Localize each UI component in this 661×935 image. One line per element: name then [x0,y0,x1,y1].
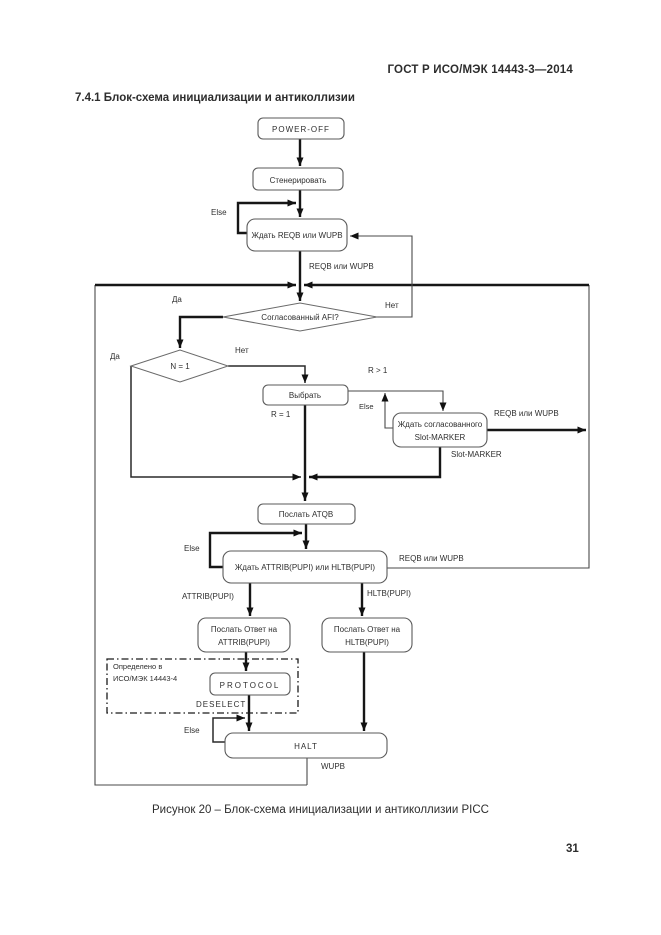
label-attrib-pupi: ATTRIB(PUPI) [182,592,234,601]
node-wait-reqb-label: Ждать REQB или WUPB [251,231,342,240]
node-send-attrib-answer-label-1: Послать Ответ на [211,625,278,634]
label-defined-in-2: ИСО/МЭК 14443-4 [113,674,177,683]
label-reqb-or-wupb-slot: REQB или WUPB [494,409,559,418]
node-select [262,384,349,406]
figure-caption: Рисунок 20 – Блок-схема инициализации и … [152,804,489,816]
node-send-hltb-answer-label-1: Послать Ответ на [334,625,401,634]
decision-afi-label: Согласованный AFI? [261,313,339,322]
label-hltb-pupi: HLTB(PUPI) [367,589,411,598]
node-power-off [257,117,345,140]
edge-halt-else-loop [212,714,245,743]
label-afi-yes: Да [172,295,182,304]
edge-n-no-to-select [228,365,309,383]
node-wait-slot-marker-label-2: Slot-MARKER [415,433,466,442]
node-send-atqb [257,503,356,525]
decision-n-equals-1-label: N = 1 [170,362,190,371]
label-defined-in-1: Определено в [113,662,162,671]
edge-n-yes-to-junction [130,366,301,481]
label-wupb: WUPB [321,762,345,771]
edge-select-rgt1-to-slot [348,390,447,411]
label-reqb-or-wupb-attrib: REQB или WUPB [399,554,464,563]
label-deselect: DESELECT [196,700,246,709]
decision-n-equals-1 [129,349,230,383]
node-power-off-label: POWER-OFF [272,125,330,134]
node-halt [224,732,388,759]
label-else-attrib: Else [184,544,200,553]
edge-afi-no-return [350,232,413,318]
node-wait-slot-marker [392,412,488,448]
node-protocol-label: PROTOCOL [220,681,281,690]
node-wait-attrib-hltb [222,550,388,584]
label-r-gt-1: R > 1 [368,366,388,375]
label-else-idle: Else [211,208,227,217]
node-send-attrib-answer-label-2: ATTRIB(PUPI) [218,638,270,647]
node-send-atqb-label: Послать ATQB [279,510,333,519]
node-wait-reqb [246,218,348,252]
label-reqb-or-wupb: REQB или WUPB [309,262,374,271]
document-header: ГОСТ Р ИСО/МЭК 14443-3—2014 [387,64,573,76]
node-generate-label: Стенерировать [270,176,327,185]
page-number: 31 [566,843,579,855]
section-title: 7.4.1 Блок-схема инициализации и антикол… [75,92,355,104]
edge-slot-marker-to-junction [309,447,442,481]
node-send-hltb-answer [321,617,413,653]
node-send-hltb-answer-label-2: HLTB(PUPI) [345,638,389,647]
node-wait-attrib-hltb-label: Ждать ATTRIB(PUPI) или HLTB(PUPI) [235,563,375,572]
edge-waitattrib-else-loop [208,529,302,569]
node-halt-label: HALT [294,742,318,751]
node-send-attrib-answer [197,617,291,653]
node-wait-slot-marker-label-1: Ждать согласованного [398,420,483,429]
label-slot-marker: Slot-MARKER [451,450,502,459]
iso14443-4-dashed-region [106,658,299,714]
label-afi-no: Нет [385,301,399,310]
node-generate [252,167,344,191]
decision-afi [222,302,378,332]
edge-wait-else-loop [236,199,296,235]
label-else-halt: Else [184,726,200,735]
label-r-eq-1: R = 1 [271,410,291,419]
edge-outer-left-loop [94,285,307,786]
label-else-slot: Else [359,402,374,411]
node-select-label: Выбрать [289,391,321,400]
node-protocol [209,672,291,696]
edge-outer-right-loop [387,285,590,569]
edge-slot-else-loop [381,393,393,429]
label-n-no: Нет [235,346,249,355]
edge-afi-yes [176,315,223,348]
label-n-yes: Да [110,352,120,361]
